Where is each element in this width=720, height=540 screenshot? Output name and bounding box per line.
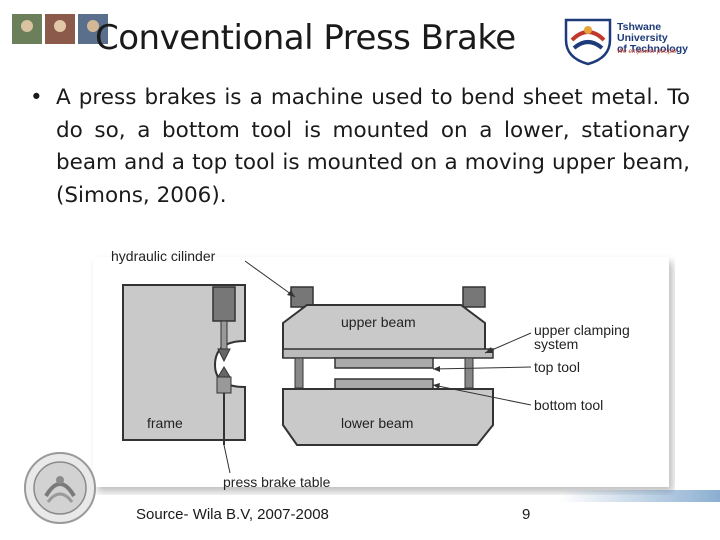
university-crest-icon [564, 18, 612, 66]
cylinder-upper-right [462, 286, 486, 308]
university-tagline: We empower people [617, 48, 677, 55]
page-number: 9 [522, 506, 531, 523]
bottom-tool-shape [334, 378, 434, 390]
university-name-line2: of Technology [617, 43, 688, 55]
university-logo: Tshwane University of Technology We empo… [560, 10, 710, 66]
label-bottom-tool: bottom tool [534, 397, 603, 413]
university-name-line1: Tshwane University [617, 21, 668, 44]
label-hydraulic-cylinder: hydraulic cilinder [111, 248, 216, 264]
label-top-tool: top tool [534, 359, 580, 375]
label-upper-clamping: upper clamping [534, 322, 630, 338]
lower-beam-shape [282, 388, 494, 446]
university-seal-icon [24, 452, 96, 524]
footer-accent-band [560, 490, 720, 502]
cylinder-left [212, 286, 236, 322]
header-photo-strip [12, 14, 108, 44]
frame-shape [122, 284, 246, 441]
top-tool-shape [334, 357, 434, 369]
label-press-brake-table: press brake table [223, 474, 331, 490]
leader-lines [223, 260, 532, 474]
bullet-marker: • [30, 85, 43, 110]
slide-title: Conventional Press Brake [95, 18, 516, 58]
university-name: Tshwane University of Technology [617, 22, 710, 55]
label-lower-beam: lower beam [341, 415, 413, 431]
label-upper-beam: upper beam [341, 314, 416, 330]
label-upper-clamping-system: system [534, 336, 578, 352]
bullet-point: • A press brakes is a machine used to be… [30, 82, 690, 212]
label-frame: frame [147, 415, 183, 431]
cylinder-upper-left [290, 286, 314, 308]
footer-source: Source- Wila B.V, 2007-2008 [136, 506, 329, 523]
bullet-text: A press brakes is a machine used to bend… [56, 85, 690, 208]
press-brake-diagram: hydraulic cilinder upper beam upper clam… [93, 248, 669, 490]
